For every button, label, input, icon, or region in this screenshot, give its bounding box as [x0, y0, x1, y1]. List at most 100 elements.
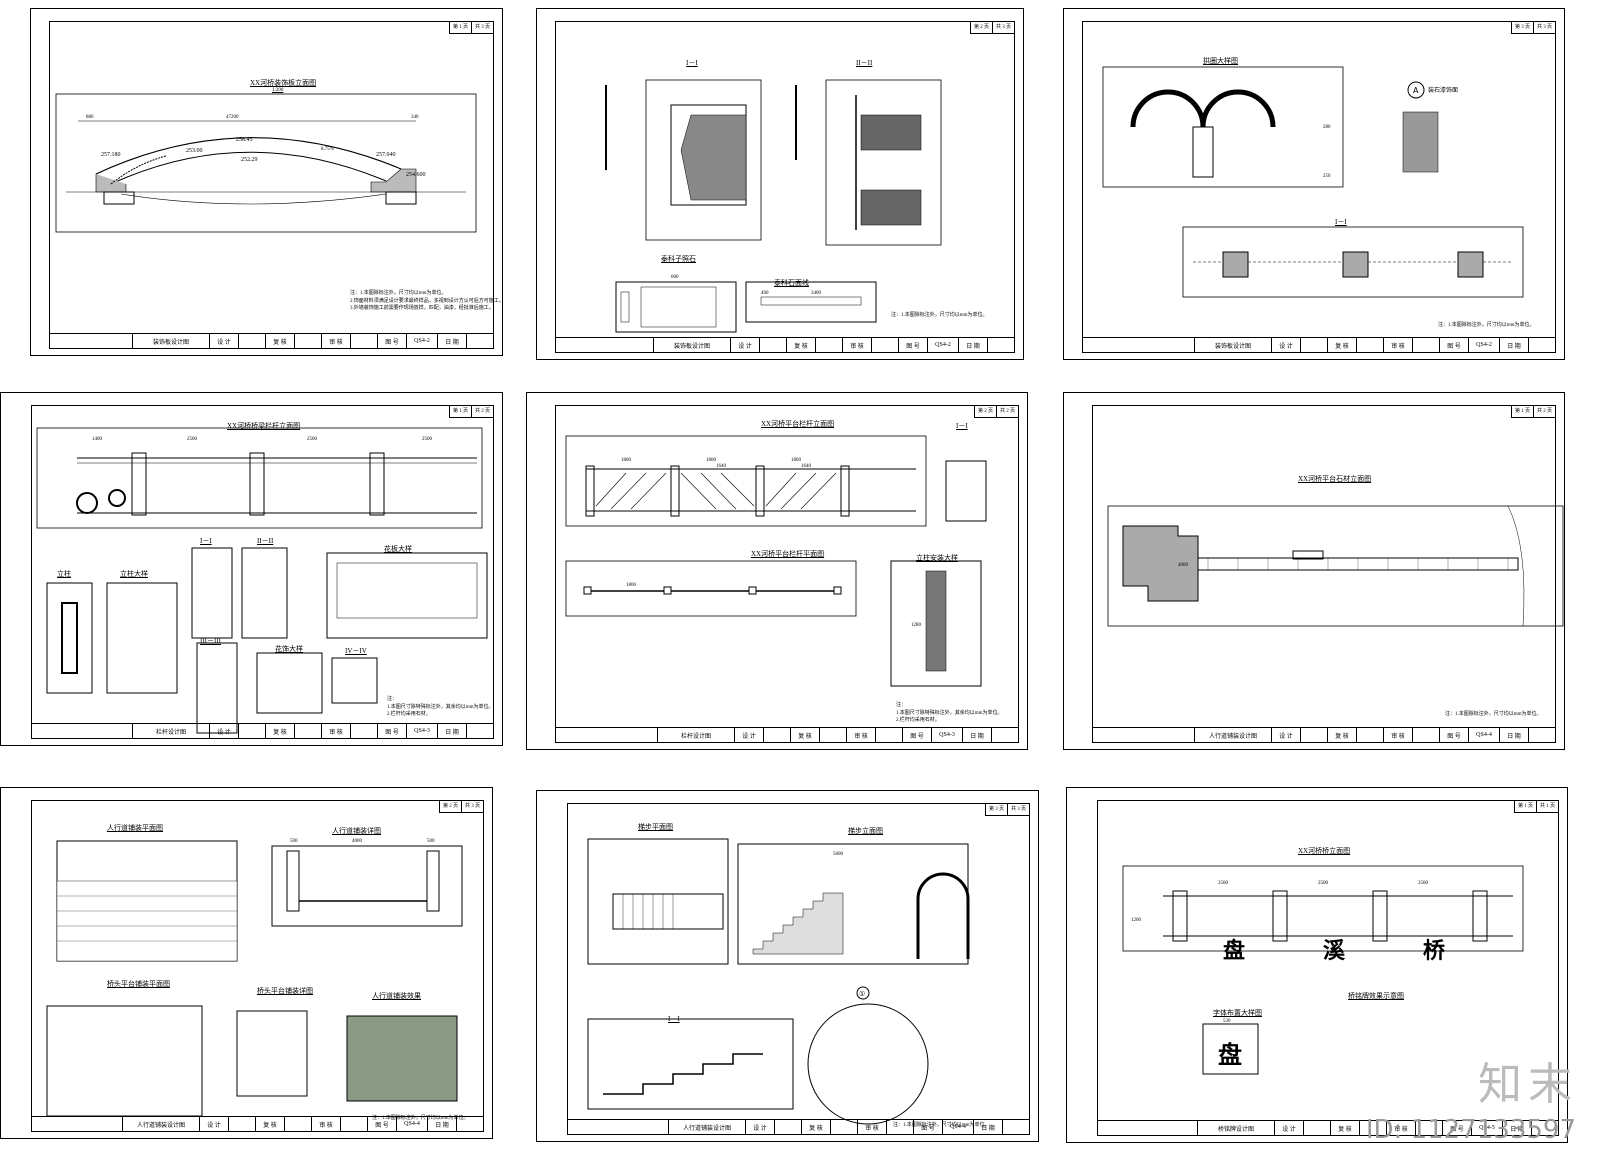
section-title: 桥头平台铺装详图 — [257, 987, 313, 995]
callout-circle — [1407, 81, 1425, 99]
drawing-title: XX河桥桥立面图 — [1298, 847, 1351, 855]
layout-char: 盘 — [1218, 1043, 1242, 1069]
svg-text:280: 280 — [1323, 125, 1331, 130]
svg-text:4000: 4000 — [352, 839, 363, 844]
svg-text:2500: 2500 — [187, 437, 198, 442]
drawing-sheet: 第 1 页共 2 页 XX河桥平台石材立面图 4000 注：1.本图除标注外，尺… — [1063, 392, 1565, 750]
page-number-box: 第 3 页共 3 页 — [1510, 22, 1555, 34]
sheet-frame: 第 2 页共 2 页 XX河桥平台栏杆立面图 I－I 1800 1800 164… — [555, 405, 1019, 743]
section-title: 梯步立面图 — [848, 827, 883, 835]
svg-text:1800: 1800 — [621, 458, 632, 463]
svg-text:1400: 1400 — [92, 437, 103, 442]
drawing-notes: 注：1.本图除标注外，尺寸均以mm为单位。 — [891, 313, 988, 318]
section-title: II－II — [856, 59, 873, 67]
sheet-frame: 第 2 页共 3 页 人行道铺装平面图 人行道铺装详图 4000 500 500… — [31, 800, 484, 1132]
page-number-box: 第 2 页共 2 页 — [973, 406, 1018, 418]
section-title: 梯步平面图 — [638, 823, 673, 831]
drawing-title: XX河桥装饰板立面图 — [250, 79, 317, 87]
drawing-title: XX河桥平台石材立面图 — [1298, 475, 1372, 483]
elev-label: 257.040 — [376, 152, 396, 158]
svg-text:①: ① — [859, 990, 865, 998]
svg-text:600: 600 — [671, 275, 679, 280]
section-title: 人行道铺装效果 — [372, 992, 421, 1000]
svg-text:530: 530 — [1223, 1019, 1231, 1024]
sheet-frame: 第 1 页共 2 页 XX河桥平台石材立面图 4000 注：1.本图除标注外，尺… — [1092, 405, 1564, 743]
svg-text:5600: 5600 — [833, 852, 844, 857]
platform-railing: 1800 1800 1640 1800 1640 1800 1280 — [565, 435, 987, 687]
sheet-frame: 第 1 页共 1 页 XX河桥桥立面图 2500 2500 2500 1200 … — [1097, 800, 1559, 1136]
drawing-sheet: 第 3 页共 3 页 梯步平面图 梯步立面图 5600 ① I－I 注：1.本图… — [536, 790, 1039, 1142]
section-title: 人行道铺装详图 — [332, 827, 381, 835]
dim-label: 47200 — [226, 115, 239, 120]
section-title: XX河桥平台栏杆平面图 — [751, 550, 825, 558]
char-layout-detail: 530 — [1202, 1019, 1259, 1075]
drawing-sheet: 第 2 页共 3 页 I－I II－II 泰科子照石 泰科石面线 600 340… — [536, 8, 1024, 360]
drawing-notes: 注：1.本图除标注外，尺寸均以mm为单位。2.饰面材料须满足设计要求最终样品，多… — [350, 291, 504, 311]
paving-photo — [346, 1015, 458, 1102]
nameplate-char: 溪 — [1323, 938, 1346, 963]
svg-text:400: 400 — [761, 291, 769, 296]
drawing-notes: 注：1.本图除标注外，尺寸均以mm为单位。 — [1438, 323, 1535, 328]
svg-text:装石漆饰面: 装石漆饰面 — [1428, 86, 1458, 94]
svg-text:1800: 1800 — [626, 583, 637, 588]
sheet-frame: 第 2 页共 3 页 I－I II－II 泰科子照石 泰科石面线 600 340… — [555, 21, 1015, 353]
sheet-frame: 第 1 页共 3 页 XX河桥装饰板立面图 1:200 47200 880 34… — [49, 21, 504, 349]
arch-details: A 装石漆饰面 280 250 — [1102, 66, 1524, 298]
svg-text:2500: 2500 — [422, 437, 433, 442]
drawing-sheet: 第 3 页共 3 页 拱圈大样图 A 装石漆饰面 280 250 I－I 注：1… — [1063, 8, 1565, 360]
section-title: I－I — [686, 59, 698, 67]
drawing-notes: 注：1.本图除标注外，尺寸均以mm为单位。 — [1445, 712, 1542, 717]
drawing-notes: 注：1.本图尺寸除特殊标注外，其余均以mm为单位。2.栏杆均采用石材。 — [896, 703, 1003, 723]
section-title: 立柱安装大样 — [916, 554, 958, 562]
page-number-box: 第 1 页共 2 页 — [448, 406, 493, 418]
section-title: 桥头平台铺装平面图 — [107, 980, 170, 988]
svg-text:4000: 4000 — [1178, 563, 1189, 568]
svg-text:500: 500 — [427, 839, 435, 844]
elev-label: 252.29 — [241, 157, 258, 163]
svg-text:250: 250 — [1323, 174, 1331, 179]
svg-text:1800: 1800 — [791, 458, 802, 463]
section-title: 立柱 — [57, 570, 71, 578]
svg-text:1280: 1280 — [911, 623, 922, 628]
drawing-notes: 注：1.本图尺寸除特殊标注外，其余均以mm为单位。2.栏杆均采用石材。 — [387, 697, 494, 717]
sheet-frame: 第 3 页共 3 页 拱圈大样图 A 装石漆饰面 280 250 I－I 注：1… — [1082, 21, 1556, 353]
stone-elevation: 4000 — [1107, 505, 1564, 627]
section-title: II－II — [257, 537, 274, 545]
drawing-sheet: 第 1 页共 2 页 XX河桥桥梁栏杆立面图 1400 2500 2500 25… — [0, 392, 503, 746]
section-title: 拱圈大样图 — [1203, 57, 1238, 65]
page-total: 共 3 页 — [474, 25, 490, 30]
elev-label: 258.45 — [236, 137, 253, 143]
svg-text:2500: 2500 — [1318, 881, 1329, 886]
watermark-logo: 知末 — [1478, 1059, 1578, 1110]
bridge-elevation-figure: 47200 880 340 257.180 257.040 258.45 253… — [55, 93, 477, 233]
section-title: I－I — [200, 537, 212, 545]
dim-label: 340 — [411, 115, 419, 120]
section-title: 字体布置大样图 — [1213, 1009, 1262, 1017]
drawing-sheet: 第 2 页共 3 页 人行道铺装平面图 人行道铺装详图 4000 500 500… — [0, 787, 493, 1139]
drawing-notes: 注：1.本图除标注外，尺寸均以mm为单位。 — [893, 1123, 990, 1128]
stone-details: 600 3400 400 — [615, 275, 877, 333]
nameplate-char: 桥 — [1423, 938, 1446, 963]
section-details — [605, 79, 942, 246]
svg-text:500: 500 — [290, 839, 298, 844]
svg-text:A: A — [1413, 86, 1419, 95]
elev-label: 254.600 — [406, 172, 426, 178]
section-title: 花饰大样 — [275, 645, 303, 653]
page-index: 第 1 页 — [450, 22, 472, 33]
svg-text:1640: 1640 — [716, 464, 727, 469]
svg-text:2500: 2500 — [307, 437, 318, 442]
drawing-title: XX河桥平台栏杆立面图 — [761, 420, 835, 428]
section-title: 泰科子照石 — [661, 255, 696, 263]
nameplate-elevation: 2500 2500 2500 1200 — [1122, 865, 1524, 952]
railing-elevation: 1400 2500 2500 2500 — [36, 427, 488, 734]
page-number-box: 第 2 页共 3 页 — [438, 801, 483, 813]
section-title: III－III — [200, 637, 221, 645]
drawing-sheet: 第 1 页共 1 页 XX河桥桥立面图 2500 2500 2500 1200 … — [1066, 787, 1568, 1143]
id-label: ID: 1127133597 — [1365, 1115, 1576, 1145]
